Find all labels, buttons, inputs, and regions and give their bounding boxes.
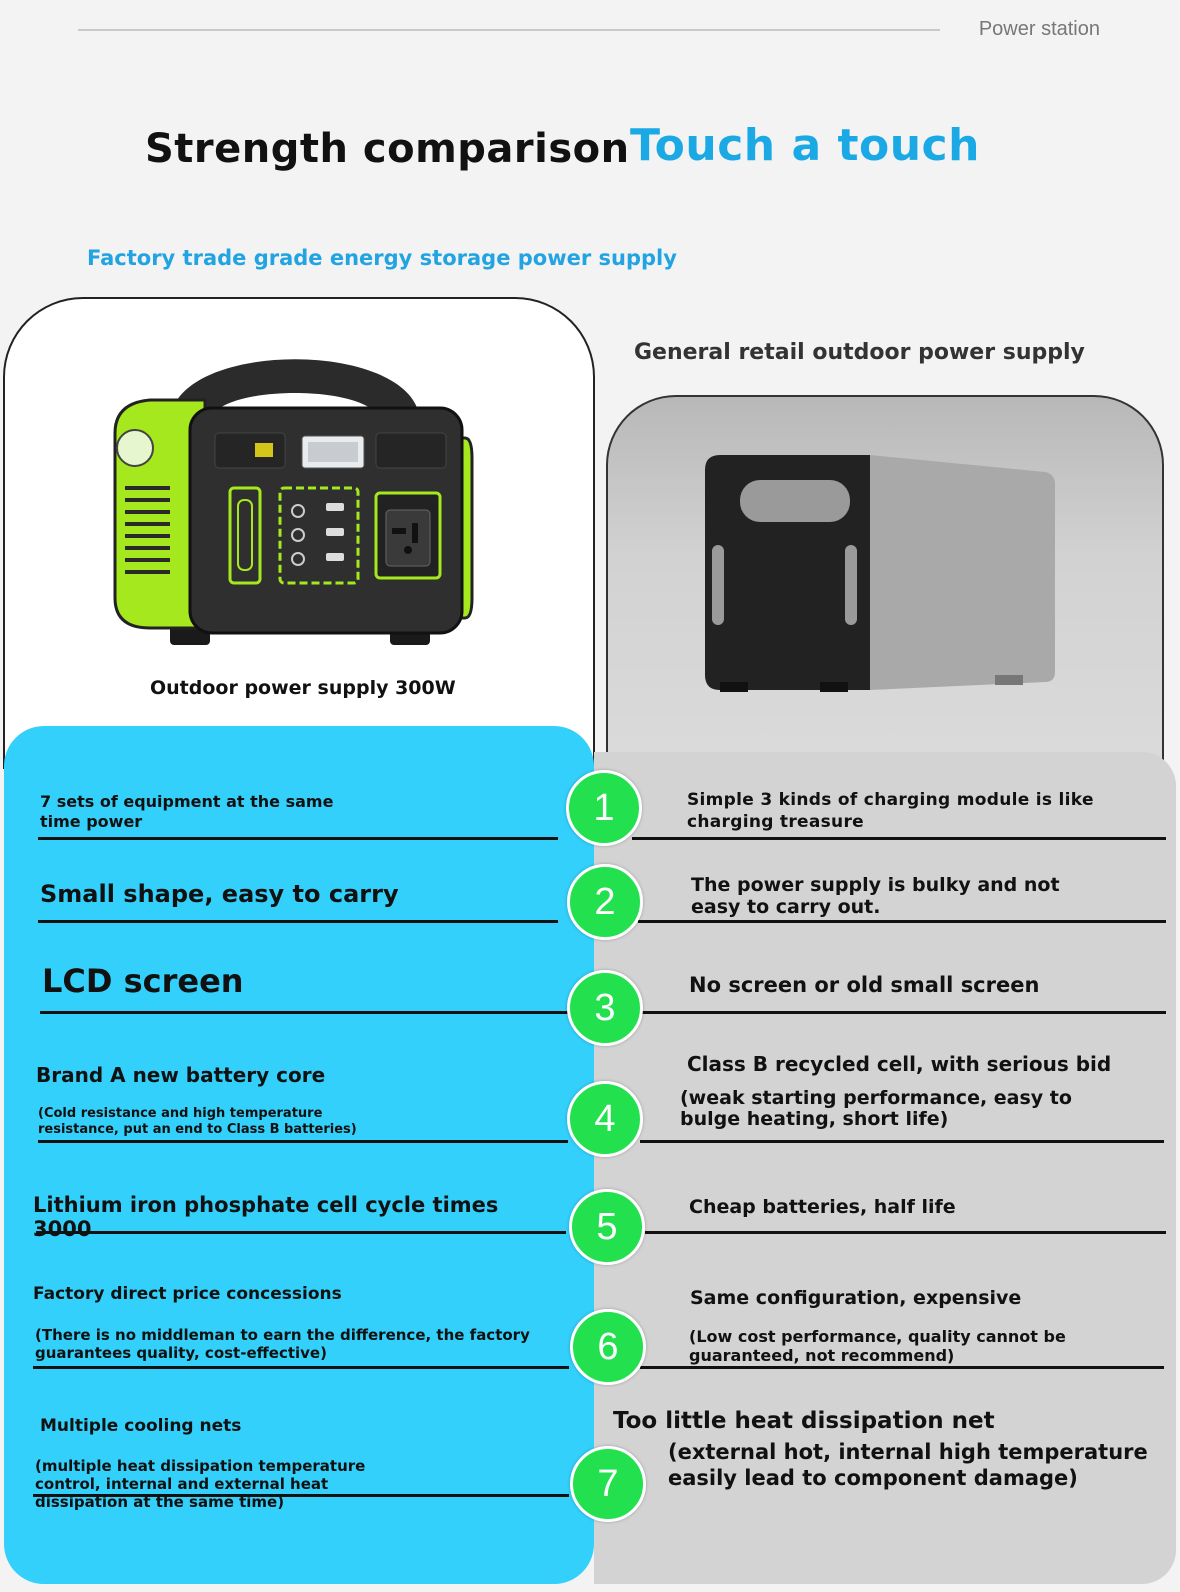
generic-box-image xyxy=(700,450,1070,695)
product-caption: Outdoor power supply 300W xyxy=(150,677,456,699)
retail-title: General retail outdoor power supply xyxy=(634,340,1085,365)
advantage-7-title: Multiple cooling nets xyxy=(40,1416,242,1436)
disadvantage-7-title: Too little heat dissipation net xyxy=(613,1408,995,1434)
page-title-accent: Touch a touch xyxy=(630,120,980,171)
row-divider-right-1 xyxy=(632,837,1166,840)
advantage-5-title: Lithium iron phosphate cell cycle times … xyxy=(33,1193,499,1241)
number-badge-2: 2 xyxy=(567,864,643,940)
row-divider-left-7 xyxy=(33,1494,569,1497)
header-divider xyxy=(78,29,940,31)
advantages-panel xyxy=(4,726,594,1584)
advantage-6-title: Factory direct price concessions xyxy=(33,1284,342,1304)
disadvantage-1-title: Simple 3 kinds of charging module is lik… xyxy=(687,790,1094,832)
section-label: Power station xyxy=(978,18,1100,40)
row-divider-right-5 xyxy=(645,1231,1166,1234)
advantage-6-note: (There is no middleman to earn the diffe… xyxy=(35,1326,530,1362)
generic-box-illustration xyxy=(705,455,1055,692)
advantage-2-title: Small shape, easy to carry xyxy=(40,880,399,908)
number-badge-5: 5 xyxy=(569,1189,645,1265)
row-divider-left-1 xyxy=(38,837,558,840)
page-title: Strength comparison xyxy=(145,126,630,172)
disadvantage-7-note: (external hot, internal high temperature… xyxy=(668,1440,1148,1490)
advantage-3-title: LCD screen xyxy=(42,962,244,1000)
disadvantage-3-title: No screen or old small screen xyxy=(689,973,1040,997)
power-station-illustration xyxy=(113,359,474,645)
number-badge-6: 6 xyxy=(570,1309,646,1385)
advantage-7-note: (multiple heat dissipation temperature c… xyxy=(35,1457,366,1511)
number-badge-4: 4 xyxy=(567,1081,643,1157)
disadvantage-2-title: The power supply is bulky and not easy t… xyxy=(691,874,1060,918)
number-badge-7: 7 xyxy=(570,1446,646,1522)
row-divider-left-5 xyxy=(36,1231,566,1234)
advantage-4-title: Brand A new battery core xyxy=(36,1063,326,1087)
disadvantages-panel xyxy=(594,752,1176,1584)
disadvantage-6-note: (Low cost performance, quality cannot be… xyxy=(689,1327,1066,1365)
disadvantage-6-title: Same configuration, expensive xyxy=(690,1287,1022,1309)
row-divider-right-6 xyxy=(640,1366,1164,1369)
disadvantage-4-title: Class B recycled cell, with serious bid xyxy=(687,1052,1112,1076)
advantage-1-title: 7 sets of equipment at the same time pow… xyxy=(40,792,334,831)
row-divider-left-3 xyxy=(40,1011,570,1014)
disadvantage-4-note: (weak starting performance, easy to bulg… xyxy=(680,1087,1072,1130)
number-badge-3: 3 xyxy=(567,970,643,1046)
number-badge-1: 1 xyxy=(566,770,642,846)
factory-subtitle: Factory trade grade energy storage power… xyxy=(87,246,677,270)
advantage-4-note: (Cold resistance and high temperature re… xyxy=(38,1106,357,1137)
row-divider-right-4 xyxy=(640,1140,1164,1143)
row-divider-right-3 xyxy=(640,1011,1166,1014)
disadvantage-5-title: Cheap batteries, half life xyxy=(689,1196,956,1218)
row-divider-left-4 xyxy=(38,1140,568,1143)
row-divider-right-2 xyxy=(638,920,1166,923)
row-divider-left-6 xyxy=(33,1366,569,1369)
power-station-image xyxy=(110,328,480,653)
row-divider-left-2 xyxy=(38,920,558,923)
